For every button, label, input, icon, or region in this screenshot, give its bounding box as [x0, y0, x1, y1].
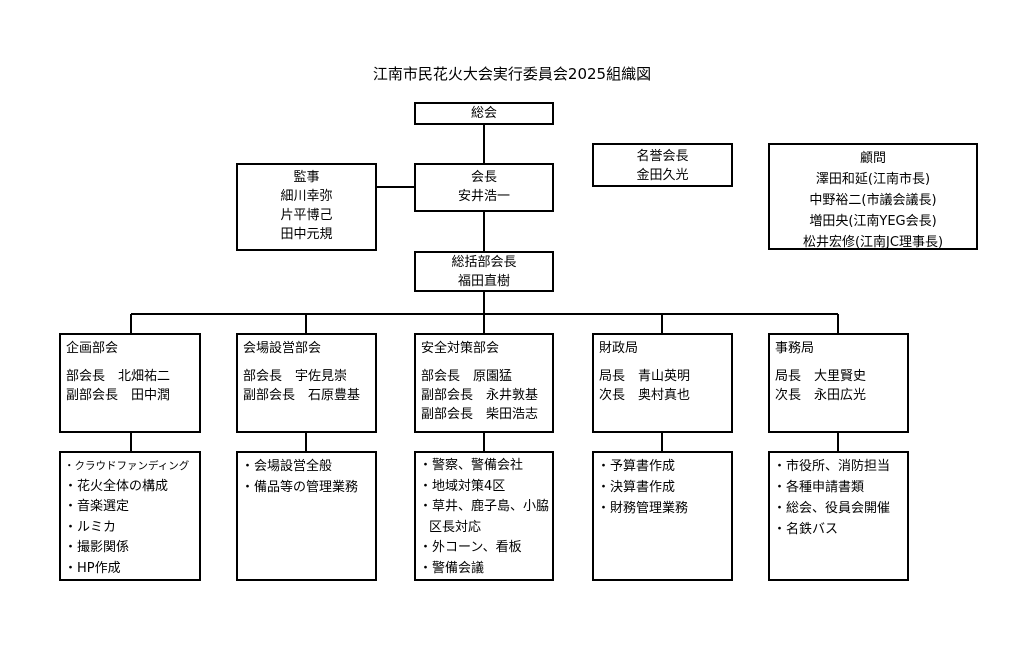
chairman-name: 安井浩一 [457, 189, 510, 204]
auditor-member: 片平博己 [280, 208, 333, 223]
task-item: ・備品等の管理業務 [241, 480, 359, 495]
department-name: 企画部会 [66, 341, 119, 356]
task-item: ・財務管理業務 [597, 501, 689, 516]
department-name: 事務局 [775, 341, 815, 356]
task-item: ・花火全体の構成 [64, 478, 169, 494]
advisor-member: 澤田和延(江南市長) [815, 172, 931, 187]
department-officer: 副部会長 石原豊基 [243, 388, 361, 403]
task-item: ・警察、警備会社 [419, 458, 524, 473]
advisor-member: 中野裕二(市議会議長) [809, 193, 937, 208]
task-item: ・警備会議 [419, 560, 485, 576]
general-director-name: 福田直樹 [457, 274, 510, 289]
honorary-chairman-role: 名誉会長 [636, 149, 689, 164]
task-item: ・撮影関係 [64, 540, 130, 555]
task-box-secretariat: ・市役所、消防担当 ・各種申請書類 ・総会、役員会開催 ・名鉄バス [768, 451, 909, 581]
chairman-role: 会長 [470, 170, 497, 185]
general-director-role: 総括部会長 [451, 255, 517, 270]
department-officer: 副部会長 柴田浩志 [421, 407, 539, 422]
advisor-member: 増田央(江南YEG会長) [809, 214, 937, 229]
honorary-chairman-box: 名誉会長 金田久光 [592, 143, 733, 187]
department-name: 財政局 [599, 341, 639, 356]
task-item: ・市役所、消防担当 [773, 459, 891, 474]
department-box-finance: 財政局 局長 青山英明 次長 奥村真也 [592, 333, 733, 433]
task-item: ・予算書作成 [597, 459, 676, 474]
task-box-planning: ・クラウドファンディング ・花火全体の構成 ・音楽選定 ・ルミカ ・撮影関係 ・… [59, 451, 201, 581]
auditor-member: 田中元規 [280, 227, 333, 242]
department-officer: 部会長 原園猛 [421, 369, 513, 384]
department-officer: 次長 奥村真也 [599, 388, 691, 403]
department-officer: 次長 永田広光 [775, 388, 867, 403]
task-item: ・クラウドファンディング [64, 460, 190, 472]
task-item: ・会場設営全般 [241, 459, 333, 474]
advisors-role: 顧問 [859, 151, 886, 166]
task-item: ・草井、鹿子島、小脇 [419, 499, 550, 514]
department-officer: 局長 大里賢史 [775, 369, 867, 384]
department-officer: 副部会長 永井敦基 [421, 388, 539, 403]
department-name: 安全対策部会 [421, 341, 500, 356]
general-assembly-box: 総会 [414, 102, 554, 125]
task-item: ・HP作成 [64, 560, 121, 576]
department-officer: 部会長 北畑祐二 [66, 369, 171, 384]
general-assembly-label: 総会 [470, 106, 497, 121]
honorary-chairman-name: 金田久光 [636, 168, 689, 183]
department-officer: 副部会長 田中潤 [66, 388, 171, 403]
department-box-safety: 安全対策部会 部会長 原園猛 副部会長 永井敦基 副部会長 柴田浩志 [414, 333, 554, 433]
chairman-box: 会長 安井浩一 [414, 163, 554, 212]
auditor-member: 細川幸弥 [280, 189, 333, 204]
general-director-box: 総括部会長 福田直樹 [414, 251, 554, 292]
auditors-box: 監事 細川幸弥 片平博己 田中元規 [236, 163, 377, 251]
task-item: ・総会、役員会開催 [773, 501, 891, 516]
department-box-secretariat: 事務局 局長 大里賢史 次長 永田広光 [768, 333, 909, 433]
task-item: ・各種申請書類 [773, 480, 865, 495]
task-box-venue: ・会場設営全般 ・備品等の管理業務 [236, 451, 377, 581]
task-box-finance: ・予算書作成 ・決算書作成 ・財務管理業務 [592, 451, 733, 581]
department-officer: 部会長 宇佐見崇 [243, 369, 348, 384]
auditors-role: 監事 [293, 170, 320, 185]
page-title: 江南市民花火大会実行委員会2025組織図 [372, 65, 652, 83]
advisors-box: 顧問 澤田和延(江南市長) 中野裕二(市議会議長) 増田央(江南YEG会長) 松… [768, 143, 978, 250]
department-officer: 局長 青山英明 [599, 369, 691, 384]
task-item: ・名鉄バス [773, 522, 839, 537]
task-box-safety: ・警察、警備会社 ・地域対策4区 ・草井、鹿子島、小脇 区長対応 ・外コーン、看… [414, 451, 554, 581]
task-item: ・外コーン、看板 [419, 540, 522, 555]
department-name: 会場設営部会 [243, 341, 322, 356]
task-item: ・ルミカ [64, 519, 117, 535]
department-box-planning: 企画部会 部会長 北畑祐二 副部会長 田中潤 [59, 333, 201, 433]
task-item: ・地域対策4区 [419, 478, 506, 494]
task-item: ・決算書作成 [597, 480, 676, 495]
task-item: 区長対応 [429, 519, 482, 535]
department-box-venue: 会場設営部会 部会長 宇佐見崇 副部会長 石原豊基 [236, 333, 377, 433]
task-item: ・音楽選定 [64, 499, 130, 514]
advisor-member: 松井宏修(江南JC理事長) [802, 235, 944, 250]
